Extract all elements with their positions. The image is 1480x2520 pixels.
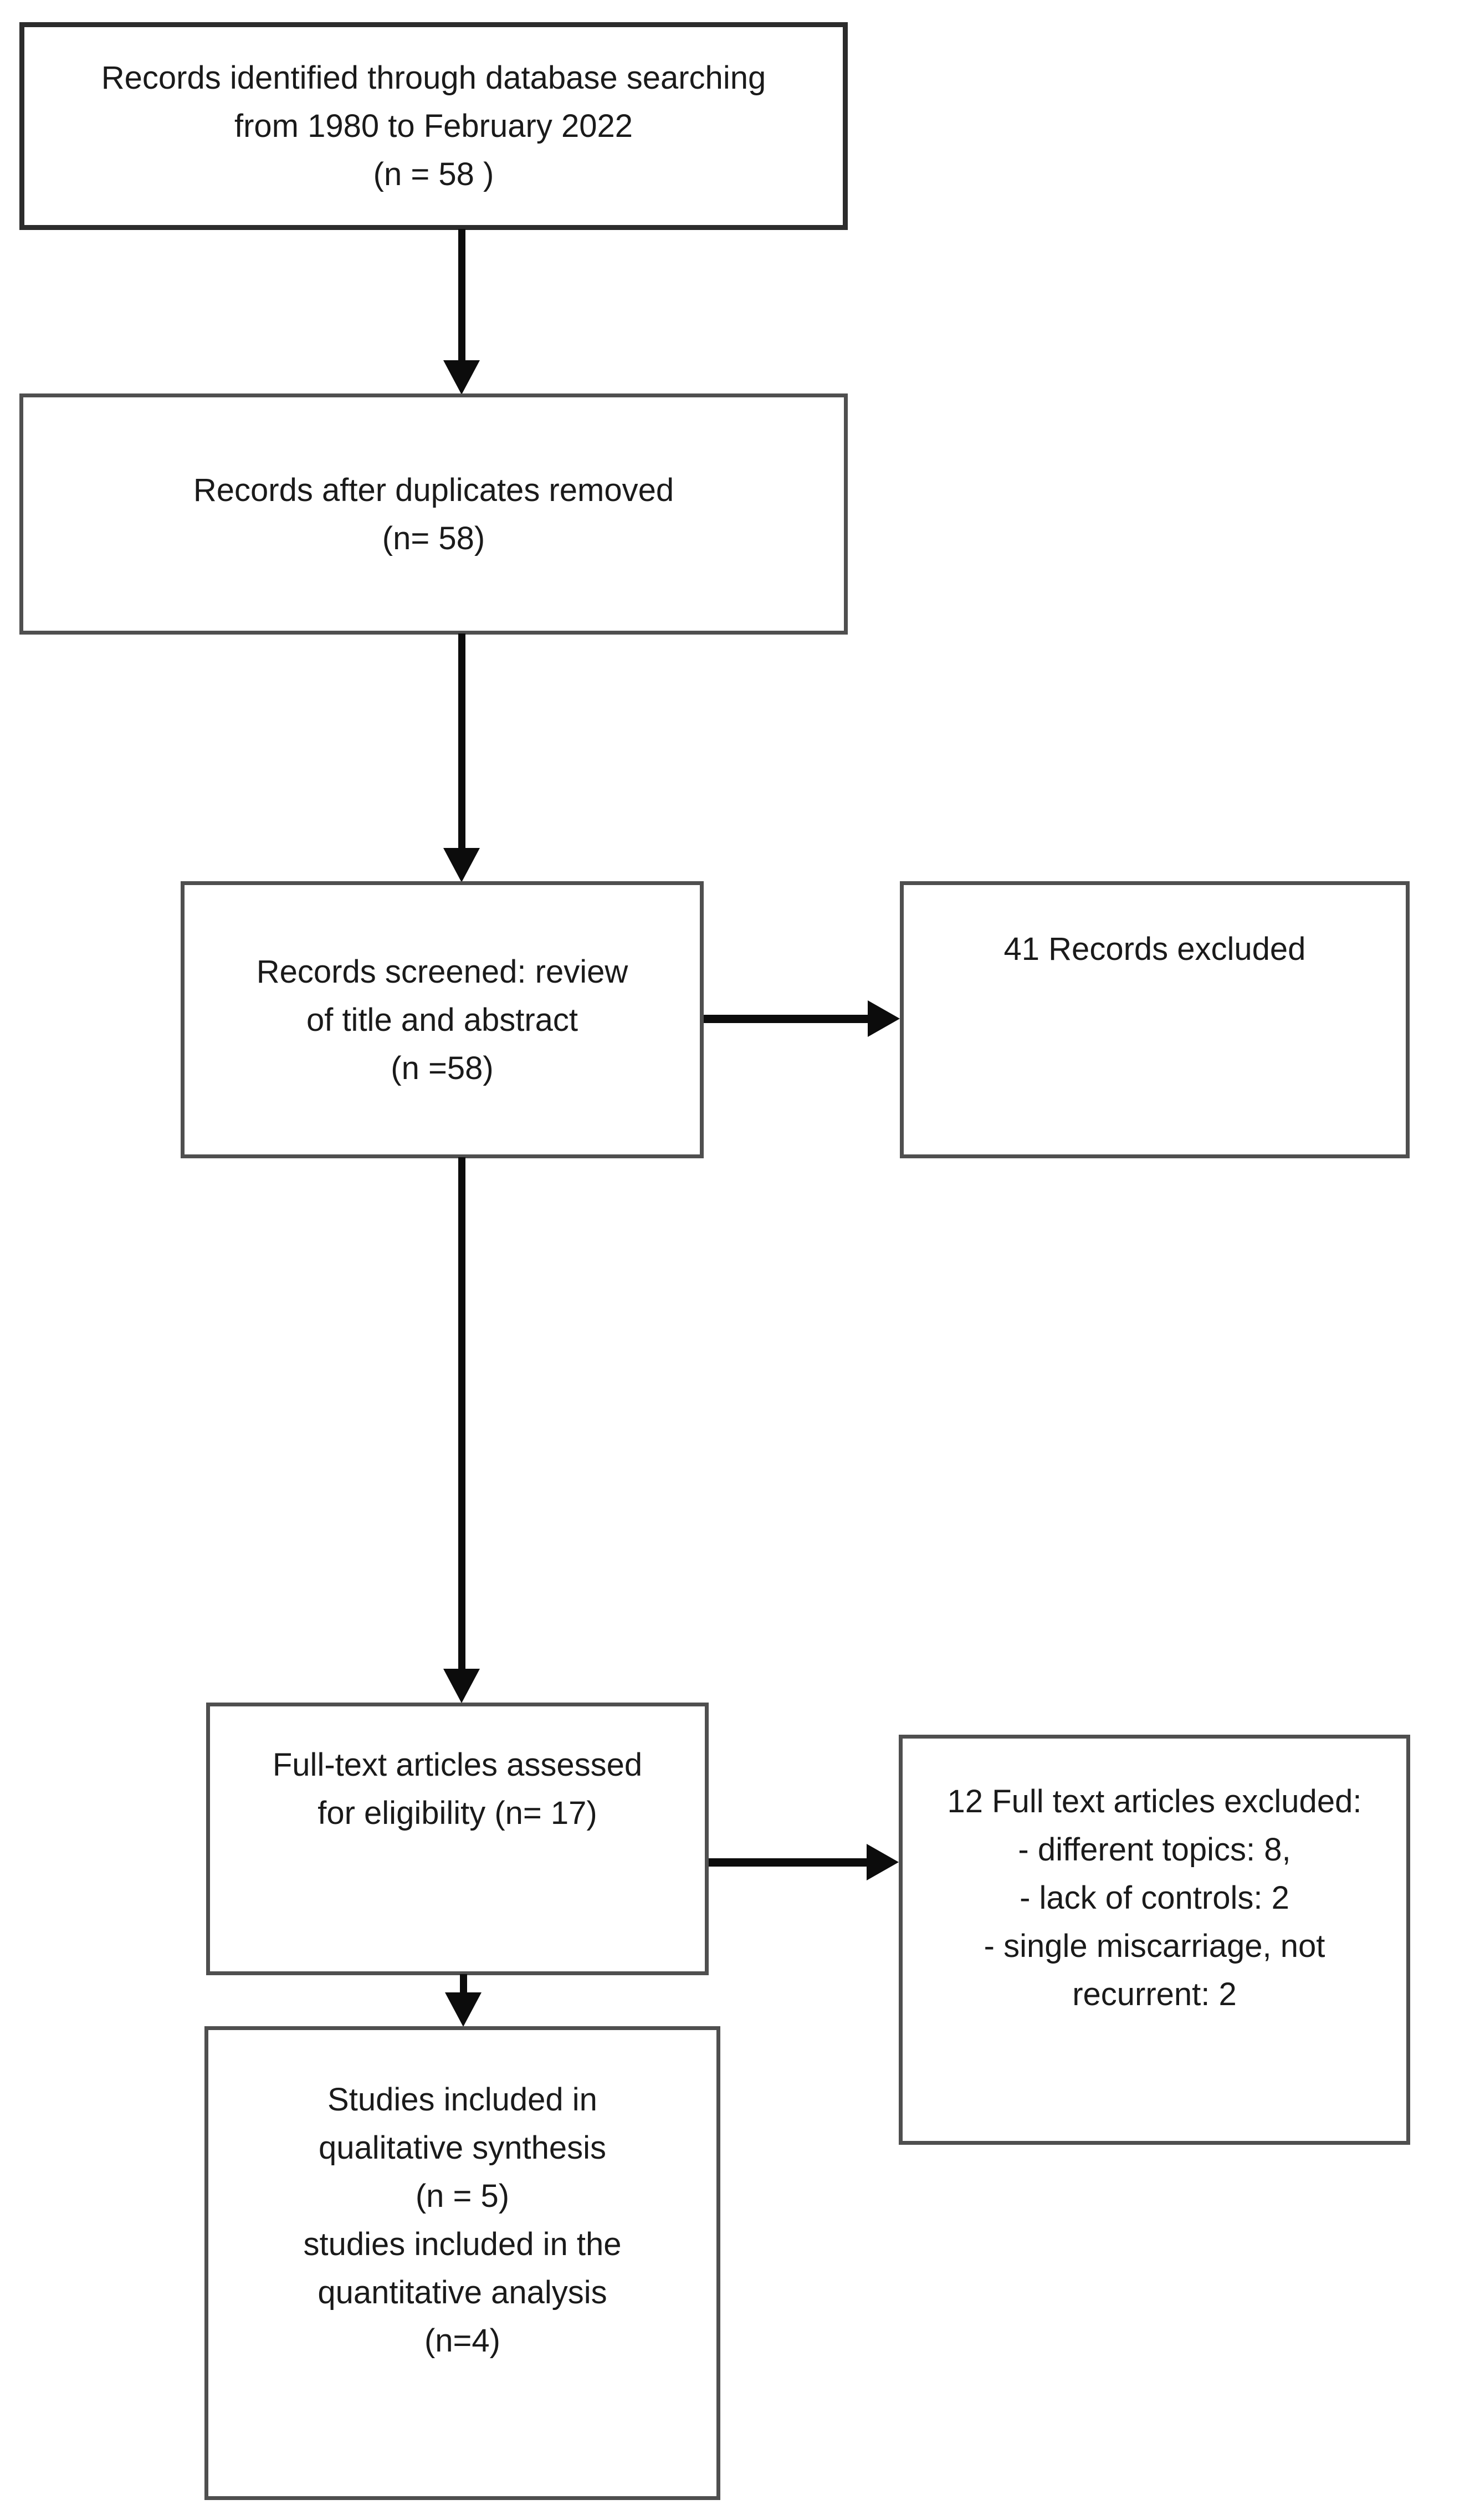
duplicates-removed-box: Records after duplicates removed (n= 58): [19, 393, 848, 635]
arrow-screened-to-excluded-shaft: [704, 1015, 870, 1023]
fulltext-excluded-box: 12 Full text articles excluded: - differ…: [899, 1735, 1410, 2145]
records-identified-box: Records identified through database sear…: [19, 22, 848, 230]
arrow-identification-to-duplicates-shaft: [458, 229, 465, 362]
arrow-duplicates-to-screened-head: [443, 848, 480, 882]
records-screened-box: Records screened: review of title and ab…: [181, 881, 704, 1158]
arrow-fulltext-to-excluded-head: [867, 1844, 899, 1880]
records-excluded-box: 41 Records excluded: [900, 881, 1410, 1158]
arrow-duplicates-to-screened-shaft: [458, 633, 465, 850]
arrow-screened-to-excluded-head: [868, 1000, 900, 1037]
arrow-screened-to-fulltext-shaft: [458, 1157, 465, 1670]
fulltext-assessed-box: Full-text articles assessed for eligibil…: [206, 1703, 709, 1975]
arrow-fulltext-to-excluded-shaft: [709, 1858, 868, 1867]
arrow-identification-to-duplicates-head: [443, 360, 480, 395]
studies-included-box: Studies included in qualitative synthesi…: [204, 2026, 720, 2500]
arrow-fulltext-to-included-head: [445, 1992, 482, 2027]
arrow-fulltext-to-included-shaft: [460, 1974, 467, 1994]
arrow-screened-to-fulltext-head: [443, 1669, 480, 1703]
